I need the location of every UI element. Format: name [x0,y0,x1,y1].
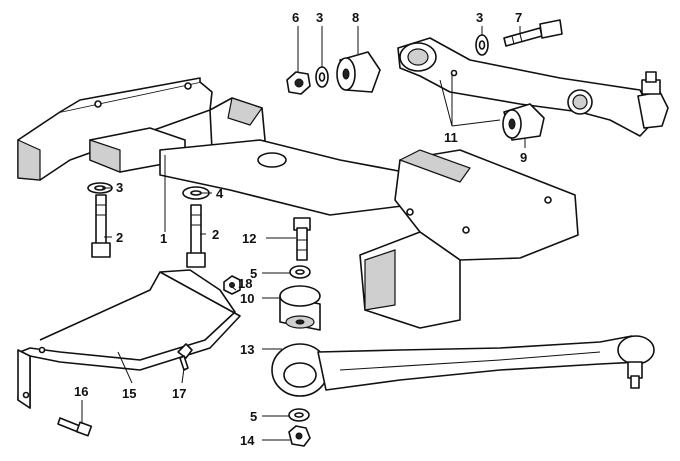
callout-5-upper: 5 [250,266,257,281]
nut-18 [223,275,241,295]
callout-15: 15 [122,386,136,401]
callout-7: 7 [515,10,522,25]
callout-16: 16 [74,384,88,399]
washer-5-upper [289,265,311,279]
callout-12: 12 [242,231,256,246]
bolt-12 [293,217,311,261]
screw-16 [57,417,93,437]
bracket-15 [17,269,241,409]
bushing-9 [502,103,545,141]
nut-6 [286,71,311,95]
washer-3-right [475,34,489,56]
callout-10: 10 [240,291,254,306]
washer-3-upper [315,66,329,88]
front-axle-carrier [17,77,579,329]
callout-14: 14 [240,433,255,448]
callout-17: 17 [172,386,186,401]
callout-13: 13 [240,342,254,357]
ball-joint-lower [617,335,655,389]
callout-3-left: 3 [116,180,123,195]
callout-18: 18 [238,276,252,291]
callout-11: 11 [444,130,458,145]
washer-5-lower [288,408,310,422]
callout-6: 6 [292,10,299,25]
lower-control-arm [271,335,651,397]
nut-14 [288,425,311,447]
bushing-10 [279,285,321,331]
upper-control-arm [397,37,656,137]
callout-3-upper: 3 [316,10,323,25]
leader-lines [81,26,526,441]
callout-2-center: 2 [212,227,219,242]
callout-9: 9 [520,150,527,165]
bushing-8 [336,51,381,93]
callout-8: 8 [352,10,359,25]
callout-3-right: 3 [476,10,483,25]
callout-5-lower: 5 [250,409,257,424]
callout-4: 4 [216,186,224,201]
bolt-2-center [186,204,206,268]
callout-1: 1 [160,231,167,246]
ball-joint-upper [637,71,669,129]
bolt-7 [503,19,563,47]
callout-labels: 6 3 8 3 7 11 9 3 4 2 1 2 12 5 18 10 13 1… [74,10,527,448]
callout-2-left: 2 [116,230,123,245]
bolt-2-left [91,194,111,258]
